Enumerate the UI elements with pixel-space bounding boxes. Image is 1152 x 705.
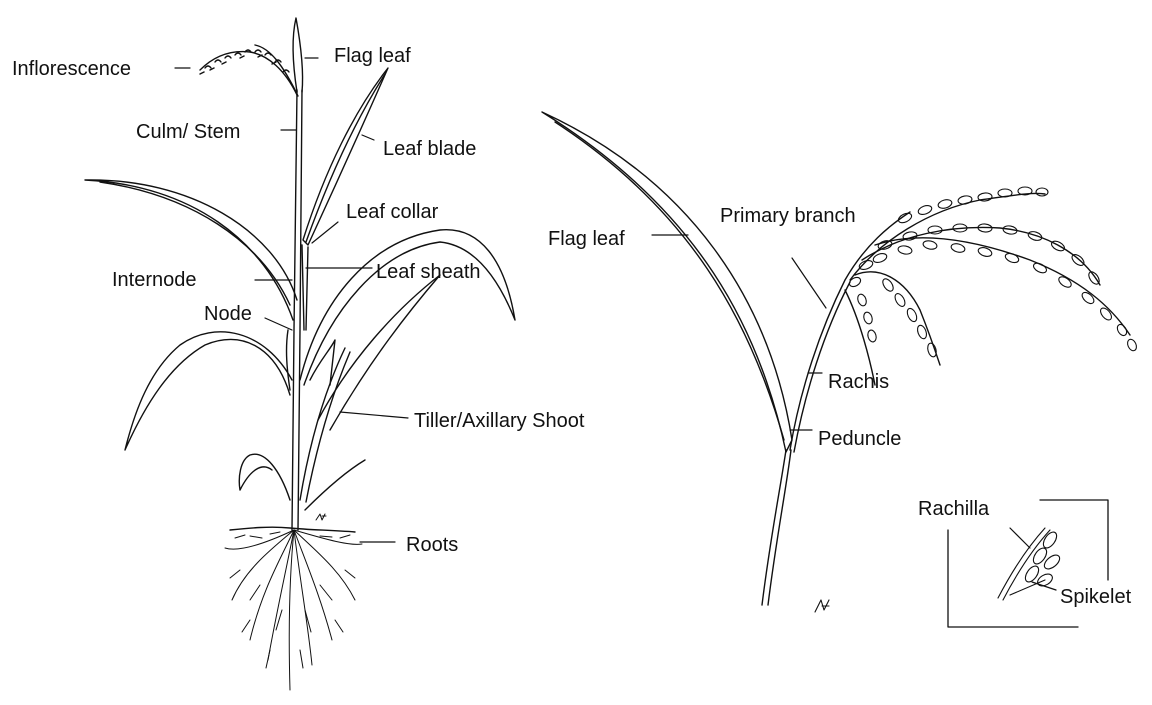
flag-leaf-shape xyxy=(293,18,302,92)
flag-leaf-blade xyxy=(542,112,792,452)
main-culm xyxy=(292,90,302,530)
label-tiller: Tiller/Axillary Shoot xyxy=(414,410,585,432)
label-inflorescence: Inflorescence xyxy=(12,58,131,80)
label-node: Node xyxy=(204,303,252,325)
label-roots: Roots xyxy=(406,534,458,556)
label-leaf-sheath: Leaf sheath xyxy=(376,261,481,283)
rachis-shape xyxy=(790,212,910,452)
tiller-shape xyxy=(300,348,350,502)
leaf-sheath-shape xyxy=(302,245,308,330)
label-culm-stem: Culm/ Stem xyxy=(136,121,240,143)
artist-mark-right xyxy=(815,600,829,612)
rice-plant-drawing xyxy=(85,18,515,690)
label-spikelet: Spikelet xyxy=(1060,586,1132,608)
roots-shape xyxy=(225,530,362,690)
label-leaf-blade: Leaf blade xyxy=(383,138,476,160)
label-flag-leaf-left: Flag leaf xyxy=(334,45,411,67)
rachilla-leader xyxy=(1010,528,1030,548)
label-rachis: Rachis xyxy=(828,371,889,393)
panicle-stem xyxy=(762,450,791,605)
spikelets-cluster xyxy=(848,187,1138,358)
label-leaf-collar: Leaf collar xyxy=(346,201,439,223)
label-peduncle: Peduncle xyxy=(818,428,901,450)
label-internode: Internode xyxy=(112,269,197,291)
spikelet-leader xyxy=(1032,582,1056,590)
left-arching-leaf xyxy=(85,180,297,320)
inset-frame-top-right xyxy=(1040,500,1108,580)
panicle-drawing xyxy=(542,112,1138,612)
label-flag-leaf-right: Flag leaf xyxy=(548,228,625,250)
inset-frame-bottom-left xyxy=(948,530,1078,627)
labels: Inflorescence Flag leaf Culm/ Stem Leaf … xyxy=(12,45,1132,608)
label-rachilla: Rachilla xyxy=(918,498,990,520)
label-primary-branch: Primary branch xyxy=(720,205,856,227)
inflorescence-shape xyxy=(200,45,298,96)
lower-left-leaf xyxy=(125,332,292,450)
artist-mark-left xyxy=(316,514,326,520)
